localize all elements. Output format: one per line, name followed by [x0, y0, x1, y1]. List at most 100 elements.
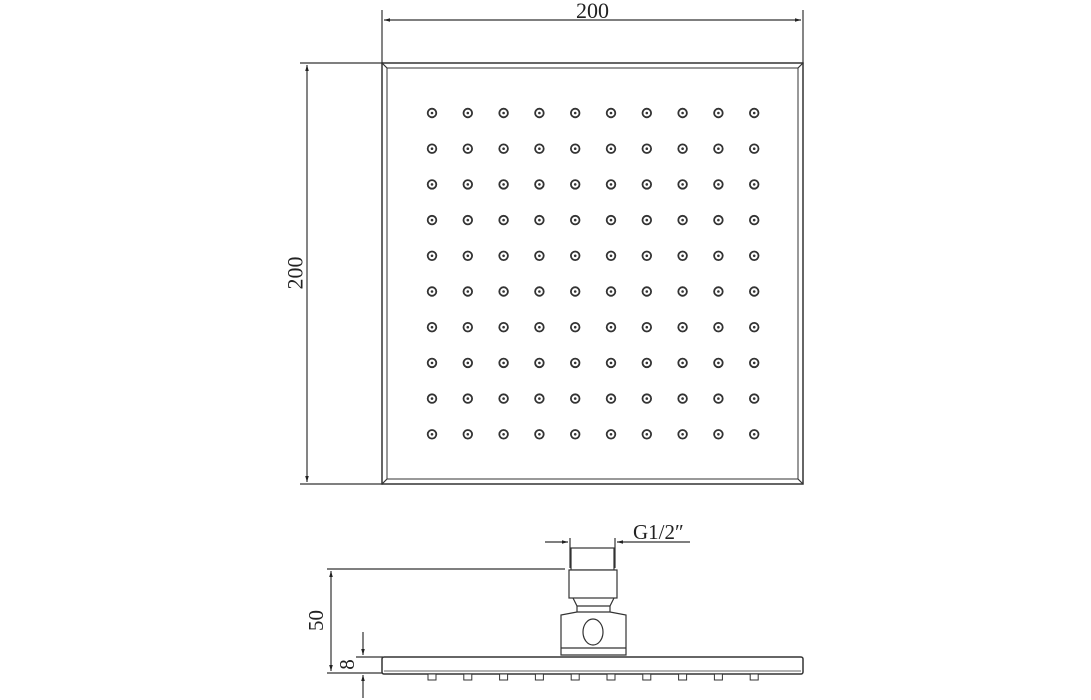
side-nozzle-icon: [678, 673, 688, 681]
nozzle-center-icon: [502, 254, 505, 258]
nozzle-center-icon: [609, 290, 613, 293]
swivel-hole: [582, 618, 604, 646]
nozzle-center-icon: [430, 183, 434, 186]
nozzle-center-icon: [573, 254, 577, 258]
nozzle-center-icon: [752, 397, 756, 400]
connector-arm: [560, 547, 627, 656]
nozzle-center-icon: [430, 361, 434, 365]
nozzle-center-icon: [752, 290, 756, 293]
nozzle-center-icon: [538, 218, 541, 222]
nozzle-center-icon: [609, 433, 613, 436]
nozzle-center-icon: [573, 218, 577, 222]
nozzle-center-icon: [717, 361, 720, 365]
height-dimension: [300, 62, 383, 485]
nozzle-center-icon: [609, 254, 613, 258]
nozzle-center-icon: [430, 218, 434, 222]
nozzle-center-icon: [645, 111, 649, 115]
nozzle-center-icon: [573, 147, 577, 150]
plate-side: [381, 656, 804, 675]
nozzle-center-icon: [466, 397, 470, 400]
connection-label: G1/2″: [633, 520, 684, 544]
bottom-nozzles: [427, 673, 759, 681]
nozzle-center-icon: [502, 218, 505, 222]
nozzle-center-icon: [573, 397, 577, 400]
nozzle-grid: [426, 107, 760, 440]
connection-dimension: [545, 538, 690, 568]
nozzle-center-icon: [538, 433, 541, 436]
nozzle-center-icon: [681, 325, 684, 329]
nozzle-center-icon: [752, 183, 756, 186]
nozzle-center-icon: [466, 254, 470, 258]
nozzle-center-icon: [538, 111, 541, 115]
nozzle-center-icon: [466, 111, 470, 115]
nozzle-center-icon: [717, 325, 720, 329]
side-nozzle-icon: [463, 673, 473, 681]
thickness-label: 8: [334, 659, 359, 670]
side-nozzle-icon: [570, 673, 580, 681]
nozzle-center-icon: [573, 361, 577, 365]
nozzle-center-icon: [573, 111, 577, 115]
nozzle-center-icon: [466, 433, 470, 436]
nozzle-center-icon: [681, 111, 684, 115]
side-nozzle-icon: [427, 673, 437, 681]
nozzle-center-icon: [717, 218, 720, 222]
nozzle-center-icon: [466, 147, 470, 150]
side-nozzle-icon: [499, 673, 509, 681]
nozzle-center-icon: [609, 147, 613, 150]
nozzle-center-icon: [573, 183, 577, 186]
nozzle-center-icon: [645, 433, 649, 436]
nozzle-center-icon: [502, 361, 505, 365]
side-nozzle-icon: [749, 673, 759, 681]
nozzle-center-icon: [538, 183, 541, 186]
side-nozzle-icon: [606, 673, 616, 681]
nozzle-center-icon: [717, 183, 720, 186]
nozzle-center-icon: [538, 290, 541, 293]
nozzle-center-icon: [645, 397, 649, 400]
nozzle-center-icon: [681, 397, 684, 400]
nozzle-center-icon: [752, 218, 756, 222]
nozzle-center-icon: [717, 147, 720, 150]
nozzle-center-icon: [609, 325, 613, 329]
nozzle-center-icon: [681, 433, 684, 436]
nozzle-center-icon: [466, 325, 470, 329]
nozzle-center-icon: [502, 183, 505, 186]
overall-height-dimension: [327, 568, 565, 674]
nozzle-center-icon: [609, 183, 613, 186]
top-view: [300, 10, 804, 485]
nozzle-center-icon: [466, 290, 470, 293]
nozzle-center-icon: [645, 218, 649, 222]
nozzle-center-icon: [502, 433, 505, 436]
nozzle-center-icon: [752, 361, 756, 365]
nozzle-center-icon: [752, 433, 756, 436]
nozzle-center-icon: [430, 147, 434, 150]
nozzle-center-icon: [538, 325, 541, 329]
nozzle-center-icon: [645, 290, 649, 293]
nozzle-center-icon: [609, 361, 613, 365]
nozzle-center-icon: [573, 325, 577, 329]
nozzle-center-icon: [717, 111, 720, 115]
side-view: [327, 538, 804, 698]
nozzle-center-icon: [717, 397, 720, 400]
nozzle-center-icon: [430, 433, 434, 436]
nozzle-center-icon: [466, 183, 470, 186]
nozzle-center-icon: [717, 254, 720, 258]
nozzle-center-icon: [609, 111, 613, 115]
nozzle-center-icon: [645, 325, 649, 329]
nozzle-center-icon: [430, 254, 434, 258]
width-dimension: [381, 10, 804, 64]
nozzle-center-icon: [645, 147, 649, 150]
nozzle-center-icon: [681, 254, 684, 258]
nozzle-center-icon: [609, 397, 613, 400]
nozzle-center-icon: [645, 361, 649, 365]
nozzle-center-icon: [681, 361, 684, 365]
nozzle-center-icon: [573, 433, 577, 436]
nozzle-center-icon: [502, 111, 505, 115]
plate-bevel: [386, 67, 799, 480]
nozzle-center-icon: [538, 361, 541, 365]
nozzle-center-icon: [645, 254, 649, 258]
nozzle-center-icon: [681, 290, 684, 293]
nozzle-center-icon: [466, 218, 470, 222]
nozzle-center-icon: [430, 111, 434, 115]
side-nozzle-icon: [642, 673, 652, 681]
